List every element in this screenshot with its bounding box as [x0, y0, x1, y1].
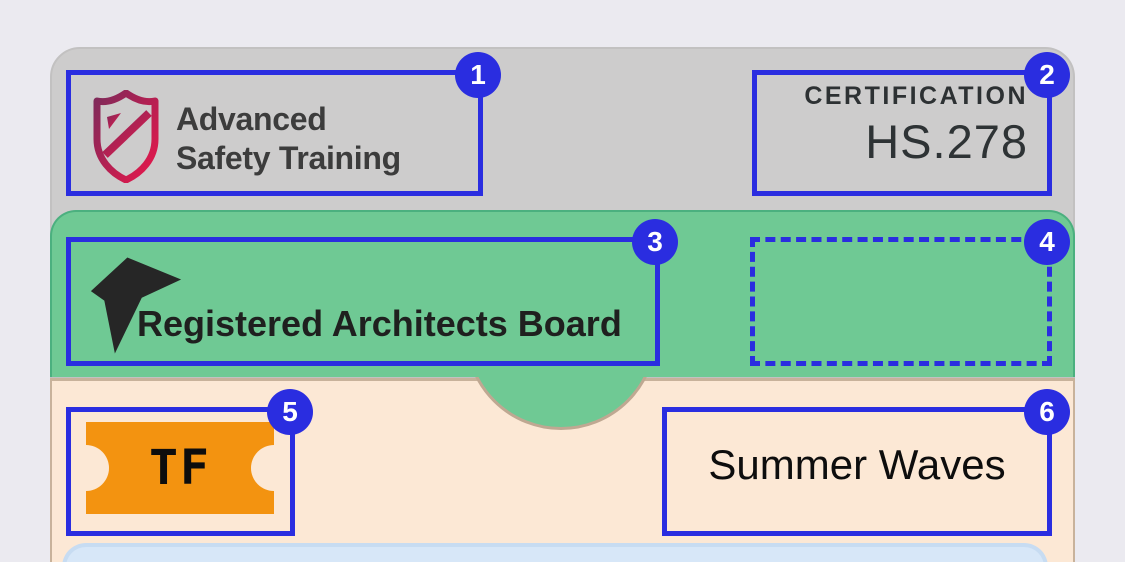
board-emblem-icon: [88, 254, 184, 356]
ticket-notch-right: [251, 445, 297, 491]
org-name-line1: Advanced: [176, 101, 327, 137]
annotation-box-2[interactable]: 2: [752, 52, 1070, 196]
annotation-badge-2: 2: [1024, 52, 1070, 98]
org-name: Advanced Safety Training: [176, 100, 401, 178]
board-name: Registered Architects Board: [137, 303, 622, 344]
annotation-box-4-empty-slot[interactable]: 4: [750, 219, 1070, 366]
ticket-icon: TF: [63, 422, 297, 514]
event-name: Summer Waves: [708, 441, 1006, 488]
annotation-badge-3: 3: [632, 219, 678, 265]
annotation-box-3[interactable]: 3: [66, 219, 678, 366]
org-logo: Advanced Safety Training: [92, 89, 401, 188]
ticket-code: TF: [149, 440, 211, 496]
certification-code: HS.278: [865, 115, 1028, 168]
annotation-box-1[interactable]: 1: [66, 52, 501, 196]
certification-label: CERTIFICATION: [804, 82, 1028, 110]
shield-icon: [92, 89, 160, 188]
certification-block: CERTIFICATION HS.278: [740, 82, 1030, 169]
annotation-box-5[interactable]: 5: [66, 389, 313, 536]
org-name-line2: Safety Training: [176, 140, 401, 176]
annotation-box-6[interactable]: 6: [662, 389, 1070, 536]
annotation-badge-5: 5: [267, 389, 313, 435]
footer-panel: [62, 543, 1048, 562]
annotation-badge-6: 6: [1024, 389, 1070, 435]
annotation-badge-1: 1: [455, 52, 501, 98]
annotation-badge-4: 4: [1024, 219, 1070, 265]
